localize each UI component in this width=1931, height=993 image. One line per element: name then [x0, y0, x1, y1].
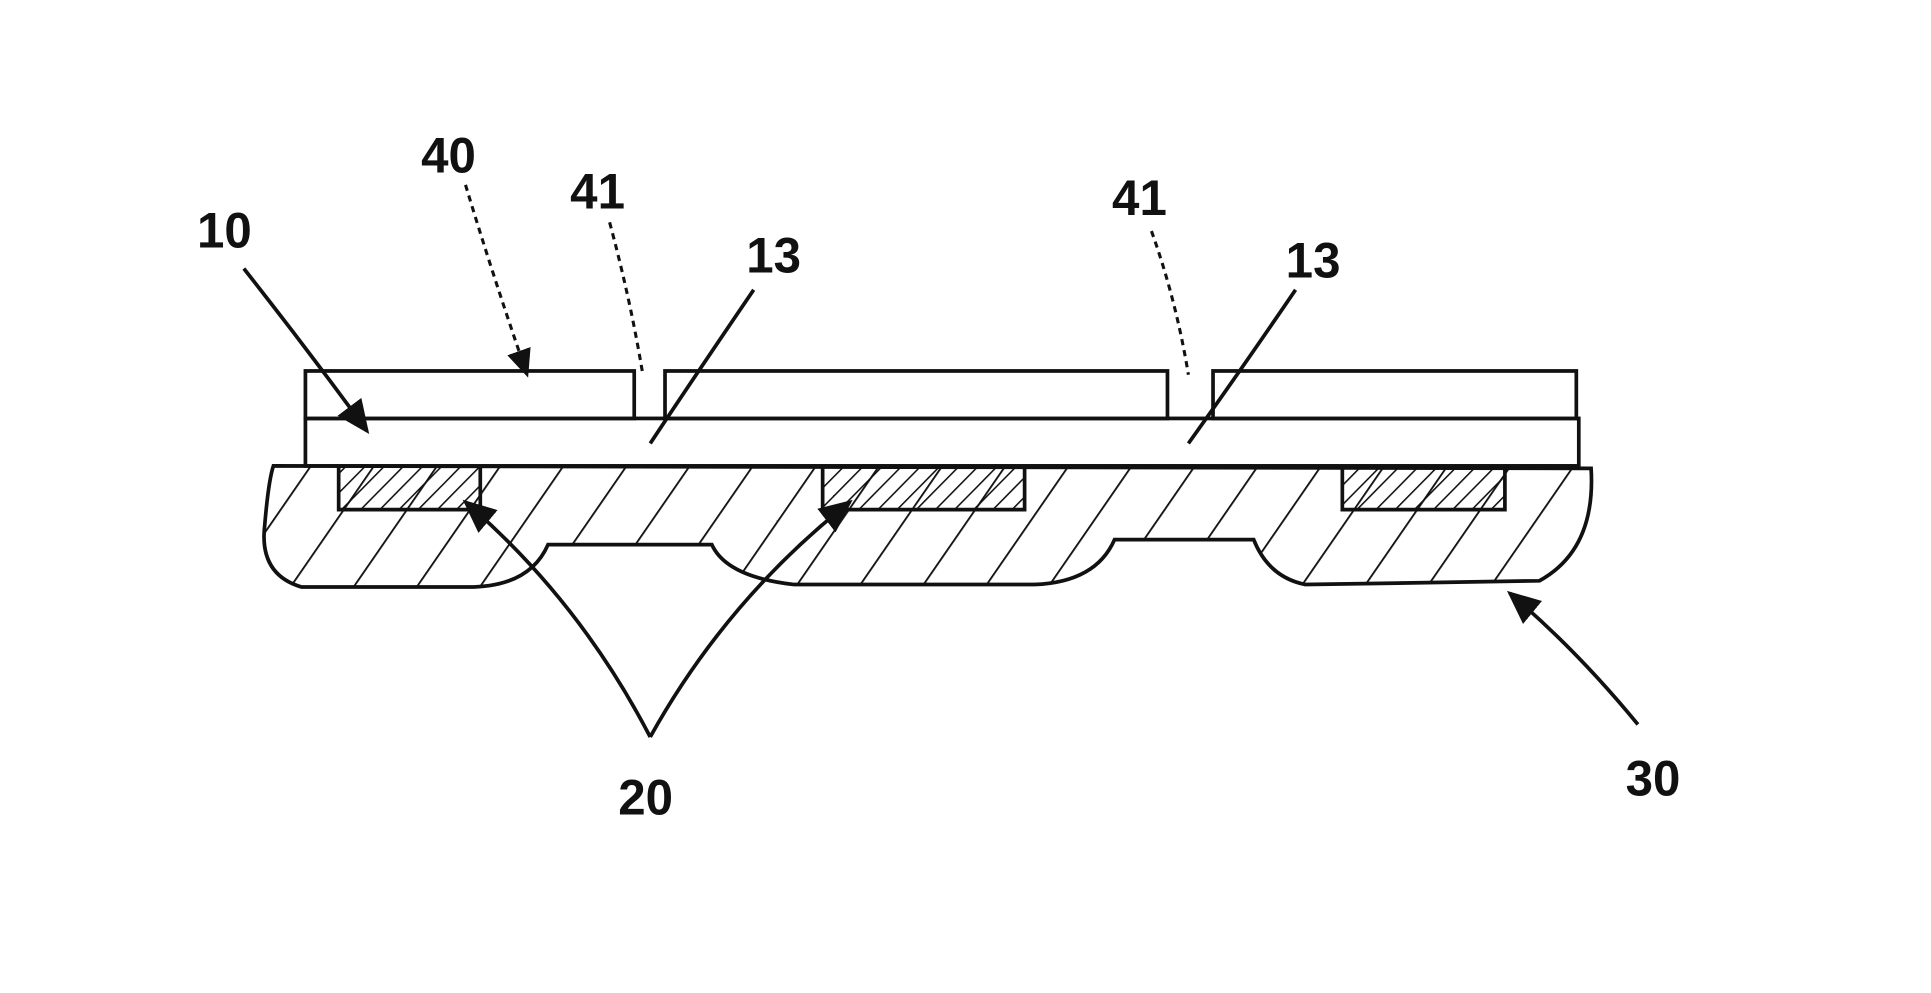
label-13-right: 13	[1286, 232, 1341, 288]
label-13-left: 13	[746, 227, 801, 283]
label-41-left: 41	[570, 163, 625, 219]
layer-40-segment-3	[1211, 369, 1579, 421]
leader-13-left	[648, 288, 756, 445]
leader-20-left	[462, 499, 652, 738]
leader-40	[464, 184, 531, 378]
layer-40-segment-2	[663, 369, 1170, 421]
layer-40-segment-1	[303, 369, 637, 421]
electrode-20-3	[1340, 464, 1507, 512]
label-10: 10	[197, 202, 252, 258]
leader-41-right	[1150, 230, 1190, 375]
label-40: 40	[421, 127, 476, 183]
layer-30-body	[262, 464, 1594, 589]
leader-20-right	[648, 499, 853, 738]
leader-10	[242, 267, 370, 434]
leader-13-right	[1186, 288, 1298, 445]
label-41-right: 41	[1112, 170, 1167, 226]
leader-41-left	[608, 221, 645, 375]
electrode-20-2	[820, 464, 1027, 512]
label-30: 30	[1626, 750, 1681, 806]
label-20: 20	[618, 769, 673, 825]
electrode-20-1	[336, 464, 483, 512]
layer-10	[303, 416, 1581, 468]
leader-30	[1506, 590, 1640, 726]
